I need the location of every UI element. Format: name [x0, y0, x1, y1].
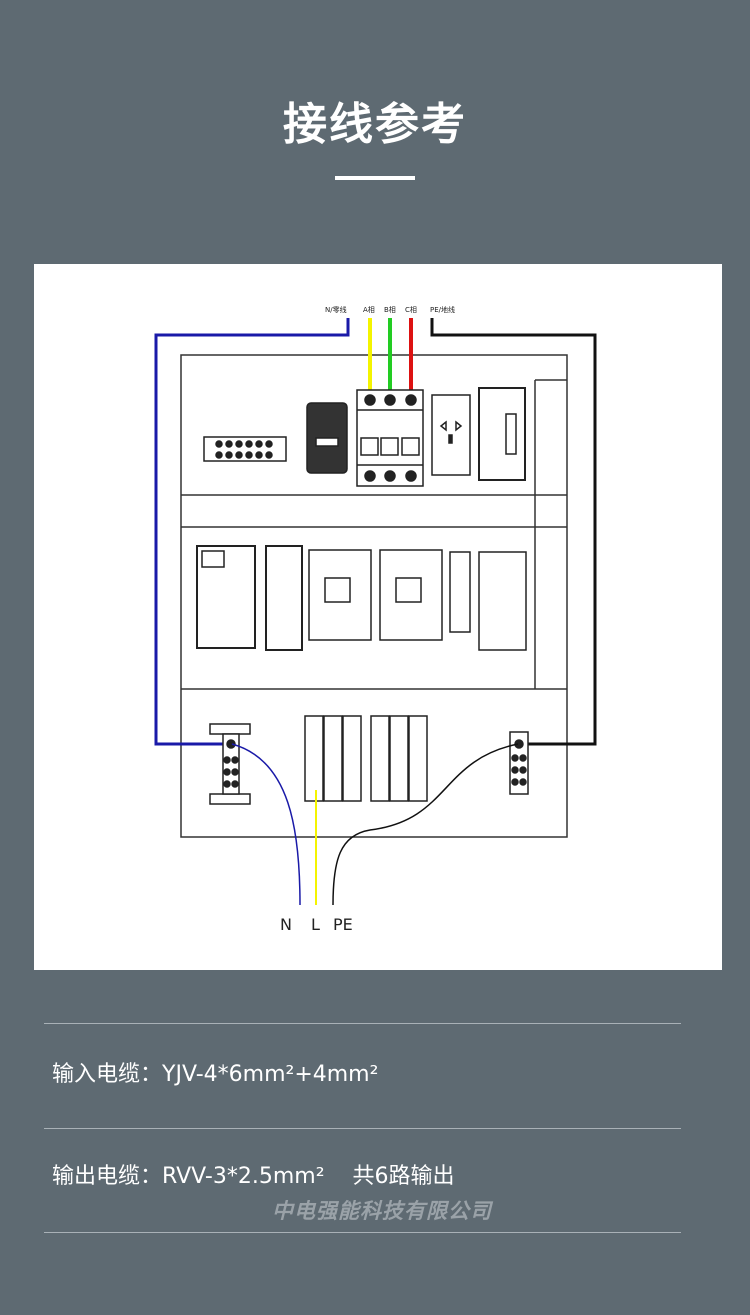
- mini-breaker: [449, 551, 471, 633]
- output-breakers: [304, 715, 428, 802]
- out-label-l: L: [311, 915, 320, 934]
- output-count: 共6路输出: [352, 1164, 455, 1189]
- title-underline: [335, 176, 415, 180]
- out-wire-n: [231, 743, 301, 906]
- ground-busbar: [509, 731, 529, 795]
- main-breaker: [356, 389, 424, 487]
- label-b: B相: [384, 305, 396, 314]
- output-cable-label: 输出电缆：: [52, 1164, 163, 1189]
- label-a: A相: [363, 305, 375, 314]
- power-supply: [306, 402, 348, 474]
- out-label-n: N: [280, 915, 292, 934]
- neutral-busbar: [209, 723, 251, 805]
- meter-module: [478, 387, 526, 481]
- watermark: 中电强能科技有限公司: [272, 1199, 492, 1223]
- output-cable-value: RVV-3*2.5mm²: [162, 1164, 325, 1189]
- wiring-diagram-panel: N/零线 A相 B相 C相 PE/地线: [34, 264, 722, 970]
- label-c: C相: [405, 305, 417, 314]
- out-wire-pe: [332, 743, 519, 906]
- contactor-1: [308, 549, 372, 641]
- input-cable-value: YJV-4*6mm²+4mm²: [162, 1062, 379, 1087]
- output-cable-row: 输出电缆：RVV-3*2.5mm² 共6路输出: [52, 1164, 455, 1190]
- rcd-breaker: [478, 551, 527, 651]
- divider: [44, 1232, 681, 1233]
- out-label-pe: PE: [333, 915, 353, 934]
- divider: [44, 1128, 681, 1129]
- wire-n: [154, 318, 350, 746]
- wiring-diagram: N/零线 A相 B相 C相 PE/地线: [154, 305, 597, 934]
- terminal-block: [203, 436, 287, 462]
- label-pe: PE/地线: [430, 305, 455, 314]
- page-title: 接线参考: [283, 99, 467, 150]
- label-n: N/零线: [325, 305, 347, 314]
- input-cable-row: 输入电缆：YJV-4*6mm²+4mm²: [52, 1062, 378, 1088]
- io-module: [265, 545, 303, 651]
- contactor-2: [379, 549, 443, 641]
- divider: [44, 1023, 681, 1024]
- socket: [431, 394, 471, 476]
- cabinet: [180, 354, 568, 838]
- plc-controller: [196, 545, 256, 649]
- input-cable-label: 输入电缆：: [52, 1062, 163, 1087]
- wire-pe: [430, 318, 597, 746]
